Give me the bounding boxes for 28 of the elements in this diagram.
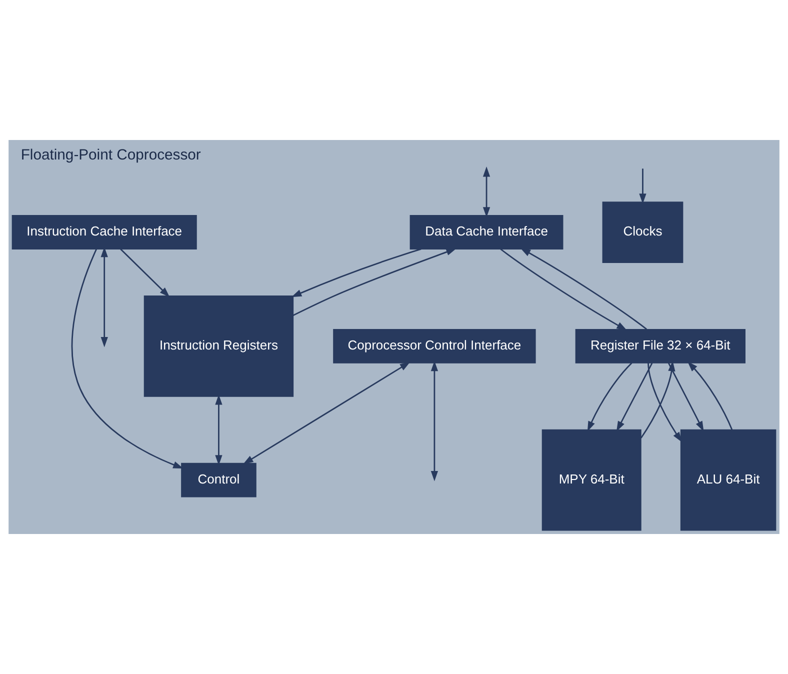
node-box: Data Cache Interface [410, 215, 564, 250]
arrow [616, 362, 653, 432]
node-box: ALU 64-Bit [680, 429, 776, 531]
arrow [668, 362, 704, 432]
node-box: Coprocessor Control Interface [333, 328, 536, 364]
arrow [292, 248, 456, 316]
node-box: Control [181, 462, 256, 498]
node-box: Instruction Registers [144, 296, 294, 397]
arrow [71, 248, 184, 469]
arrow [520, 248, 647, 330]
node-box: MPY 64-Bit [542, 429, 642, 531]
arrow [291, 248, 422, 298]
arrow [640, 360, 676, 438]
arrow [648, 362, 682, 442]
node-box: Register File 32 × 64-Bit [575, 328, 746, 364]
diagram-title: Floating-Point Coprocessor [20, 147, 201, 164]
arrow [688, 362, 733, 430]
arrow [430, 360, 438, 482]
arrow [120, 248, 170, 298]
arrow [500, 248, 627, 330]
node-box: Instruction Cache Interface [12, 215, 197, 250]
arrow [243, 362, 410, 464]
node-box: Clocks [602, 202, 684, 263]
arrow [100, 246, 108, 348]
arrow [215, 394, 222, 466]
arrow [587, 362, 632, 432]
arrow [482, 166, 490, 218]
arrow [639, 168, 646, 204]
